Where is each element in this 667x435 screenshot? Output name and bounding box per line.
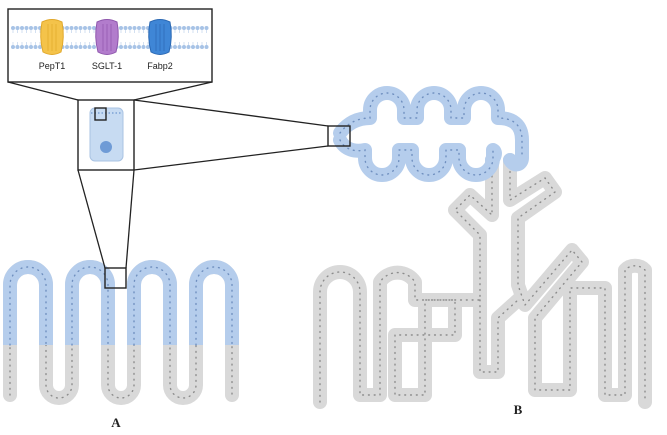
- connector-cell-to-membrane-left: [7, 81, 79, 101]
- lipid-head: [33, 45, 38, 49]
- epithelium-b-zoom-box: [327, 125, 351, 147]
- lipid-head: [78, 45, 83, 49]
- villi-a-dots: [9, 266, 233, 399]
- lipid-head: [119, 26, 123, 30]
- cell-membrane-zoom-box: [94, 107, 107, 121]
- lipid-head: [83, 45, 87, 49]
- lipid-head: [69, 45, 74, 49]
- lipid-head: [69, 26, 74, 30]
- epithelium-b-grey-mid: [473, 293, 525, 379]
- transporter-pept1: PepT1: [39, 19, 66, 71]
- epithelium-b-blue-dots: [339, 92, 523, 176]
- lipid-head: [195, 45, 200, 49]
- lipid-head: [65, 26, 69, 30]
- lipid-head: [15, 45, 20, 49]
- villus-zoom-box: [104, 267, 127, 289]
- lipid-head: [182, 26, 186, 30]
- lipid-head: [141, 45, 146, 49]
- lipid-head: [11, 26, 15, 30]
- epithelium-b-grey-base: [313, 153, 499, 409]
- lipid-head: [204, 26, 209, 30]
- villi-a-tip-dots: [9, 266, 233, 346]
- lipid-head: [195, 26, 200, 30]
- lipid-head: [182, 45, 186, 49]
- lipid-head: [29, 26, 33, 30]
- lipid-head: [177, 45, 182, 49]
- transporter-label: PepT1: [39, 61, 66, 71]
- lipid-head: [74, 45, 78, 49]
- connector-cell-to-b-top: [133, 99, 329, 127]
- villus-a4-tip: [189, 260, 239, 345]
- lipid-head: [123, 45, 128, 49]
- connector-villus-to-cell-right: [125, 169, 135, 269]
- cell-zoom-box: [77, 99, 135, 171]
- connector-cell-to-membrane-right: [133, 81, 213, 101]
- zoom-connectors: [7, 81, 351, 289]
- lipid-head: [177, 26, 182, 30]
- villus-a3-tip: [127, 260, 177, 345]
- panel-a-label: A: [111, 415, 121, 430]
- panel-a-villi: [2, 260, 239, 405]
- lipid-head: [132, 26, 137, 30]
- lipid-head: [119, 45, 123, 49]
- lipid-head: [65, 45, 69, 49]
- lipid-head: [141, 26, 146, 30]
- lipid-head: [123, 26, 128, 30]
- lipid-head: [146, 45, 150, 49]
- transporter-label: SGLT-1: [92, 61, 122, 71]
- lipid-head: [74, 26, 78, 30]
- panel-b-label: B: [514, 402, 523, 417]
- villus-a2-tip: [65, 260, 115, 345]
- lipid-head: [186, 26, 191, 30]
- lipid-head: [128, 26, 132, 30]
- lipid-head: [38, 45, 42, 49]
- transporter-sglt-1: SGLT-1: [92, 19, 122, 71]
- lipid-head: [20, 26, 24, 30]
- lipid-head: [92, 26, 96, 30]
- lipid-head: [137, 45, 141, 49]
- lipid-head: [173, 45, 177, 49]
- lipid-head: [191, 26, 195, 30]
- lipid-head: [24, 26, 29, 30]
- lipid-head: [137, 26, 141, 30]
- transporter-label: Fabp2: [147, 61, 173, 71]
- connector-cell-to-b-bottom: [133, 145, 329, 171]
- lipid-head: [83, 26, 87, 30]
- lipid-head: [24, 45, 29, 49]
- cell-nucleus: [100, 141, 112, 153]
- lipid-head: [87, 26, 92, 30]
- lipid-head: [173, 26, 177, 30]
- transporter-fabp2: Fabp2: [147, 19, 173, 71]
- lipid-head: [191, 45, 195, 49]
- villus-a1-tip: [2, 260, 53, 345]
- epithelium-b-dots: [319, 159, 646, 403]
- lipid-head: [128, 45, 132, 49]
- lipid-head: [29, 45, 33, 49]
- lipid-head: [200, 45, 204, 49]
- lipid-head: [33, 26, 38, 30]
- lipid-head: [92, 45, 96, 49]
- epithelium-b-grey-right: [503, 153, 652, 409]
- lipid-head: [11, 45, 15, 49]
- connector-villus-to-cell-left: [77, 169, 106, 269]
- lipid-head: [200, 26, 204, 30]
- lipid-head: [20, 45, 24, 49]
- enterocyte-cell: [89, 107, 124, 162]
- panel-b-epithelium: [313, 86, 652, 409]
- lipid-head: [186, 45, 191, 49]
- lipid-head: [15, 26, 20, 30]
- membrane-inset: PepT1 SGLT-1 Fabp2: [7, 8, 213, 83]
- lipid-head: [132, 45, 137, 49]
- lipid-head: [204, 45, 209, 49]
- lipid-head: [87, 45, 92, 49]
- epithelium-b-blue-bottom: [333, 133, 502, 182]
- lipid-head: [78, 26, 83, 30]
